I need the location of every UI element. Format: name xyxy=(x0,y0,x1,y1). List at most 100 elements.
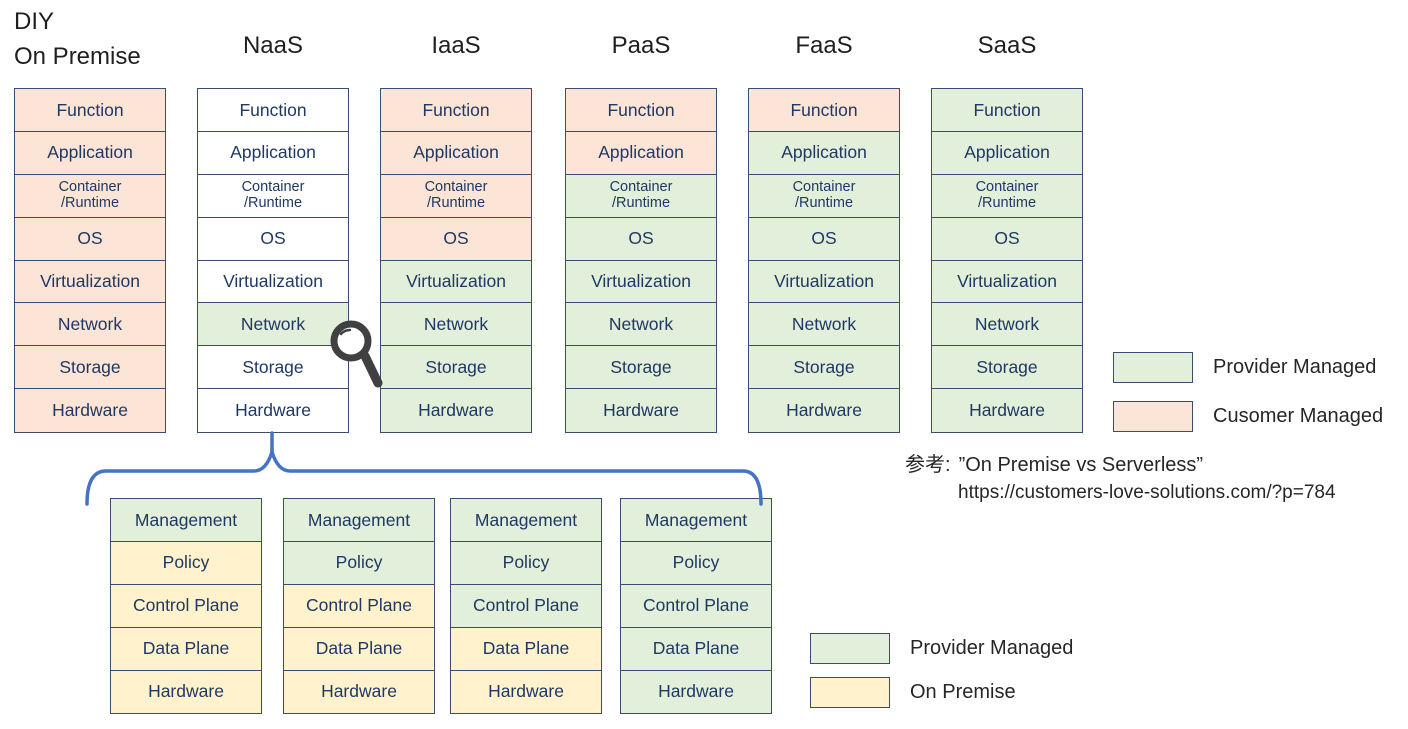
stack-box: Function xyxy=(197,88,349,133)
reference-prefix: 参考: xyxy=(905,454,951,476)
stack-box: Management xyxy=(450,498,602,543)
stack-box: Hardware xyxy=(620,669,772,714)
legend-bottom-onpremise: On Premise xyxy=(810,677,1016,708)
legend-swatch-provider xyxy=(810,633,890,664)
stack-box: Network xyxy=(748,302,900,347)
stack-box: Data Plane xyxy=(283,626,435,672)
legend-bottom-provider: Provider Managed xyxy=(810,633,1073,664)
stack-box: OS xyxy=(14,216,166,262)
stack-box: Application xyxy=(380,130,532,176)
stack-box: Control Plane xyxy=(450,583,602,629)
stack-box: OS xyxy=(380,216,532,262)
stack-box: OS xyxy=(931,216,1083,262)
stack-box: Container /Runtime xyxy=(197,173,349,219)
stack-box: Data Plane xyxy=(450,626,602,672)
stack-box: Storage xyxy=(931,345,1083,390)
stack-box: Data Plane xyxy=(110,626,262,672)
stack-box: Container /Runtime xyxy=(380,173,532,219)
stack-box: Hardware xyxy=(931,388,1083,433)
legend-label: Cusomer Managed xyxy=(1213,405,1384,427)
stack-box: Policy xyxy=(110,540,262,586)
stack-box: Virtualization xyxy=(380,259,532,304)
stack-box: Storage xyxy=(565,345,717,390)
stack-box: OS xyxy=(197,216,349,262)
stack-box: Storage xyxy=(380,345,532,390)
stack-box: Hardware xyxy=(748,388,900,433)
stack-box: Data Plane xyxy=(620,626,772,672)
stack-box: Control Plane xyxy=(620,583,772,629)
stack-box: Hardware xyxy=(565,388,717,433)
column-header: DIY On Premise xyxy=(14,8,141,70)
column-header: IaaS xyxy=(431,32,481,59)
stack-box: Network xyxy=(931,302,1083,347)
stack-box: Virtualization xyxy=(931,259,1083,304)
stack-box: OS xyxy=(565,216,717,262)
legend-top-customer: Cusomer Managed xyxy=(1113,401,1383,432)
legend-swatch-customer xyxy=(1113,401,1193,432)
stack-box: Function xyxy=(565,88,717,133)
stack-box: Application xyxy=(931,130,1083,176)
reference-note: 参考: ”On Premise vs Serverless” https://cu… xyxy=(905,448,1336,504)
stack-box: Hardware xyxy=(14,388,166,433)
stack-box: Hardware xyxy=(283,669,435,714)
stack-box: Policy xyxy=(620,540,772,586)
stack-box: Management xyxy=(110,498,262,543)
stack-box: Container /Runtime xyxy=(14,173,166,219)
stack-box: Network xyxy=(380,302,532,347)
stack-box: Virtualization xyxy=(748,259,900,304)
stack-box: Application xyxy=(14,130,166,176)
stack-box: Hardware xyxy=(110,669,262,714)
stack-box: Function xyxy=(14,88,166,133)
stack-box: Hardware xyxy=(197,388,349,433)
stack-box: Network xyxy=(565,302,717,347)
legend-swatch-onpremise xyxy=(810,677,890,708)
stack-box: Storage xyxy=(748,345,900,390)
stack-box: Network xyxy=(197,302,349,347)
stack-box: Hardware xyxy=(450,669,602,714)
stack-box: Management xyxy=(283,498,435,543)
stack-box: Application xyxy=(197,130,349,176)
stack-box: Network xyxy=(14,302,166,347)
stack-box: Control Plane xyxy=(283,583,435,629)
legend-label: Provider Managed xyxy=(910,637,1074,659)
stack-box: Application xyxy=(748,130,900,176)
stack-box: Policy xyxy=(283,540,435,586)
stack-box: OS xyxy=(748,216,900,262)
legend-label: Provider Managed xyxy=(1213,356,1377,378)
legend-swatch-provider xyxy=(1113,352,1193,383)
stack-box: Application xyxy=(565,130,717,176)
stack-box: Function xyxy=(380,88,532,133)
legend-label: On Premise xyxy=(910,681,1016,703)
reference-title: ”On Premise vs Serverless” xyxy=(958,454,1204,476)
stack-box: Management xyxy=(620,498,772,543)
brace-connector xyxy=(85,431,763,506)
column-header: NaaS xyxy=(242,32,304,59)
stack-box: Container /Runtime xyxy=(565,173,717,219)
stack-box: Storage xyxy=(197,345,349,390)
legend-top-provider: Provider Managed xyxy=(1113,352,1376,383)
stack-box: Virtualization xyxy=(14,259,166,304)
reference-url: https://customers-love-solutions.com/?p=… xyxy=(958,482,1336,503)
stack-box: Storage xyxy=(14,345,166,390)
stack-box: Container /Runtime xyxy=(748,173,900,219)
stack-box: Virtualization xyxy=(197,259,349,304)
stack-box: Container /Runtime xyxy=(931,173,1083,219)
column-header: PaaS xyxy=(611,32,671,59)
stack-box: Function xyxy=(748,88,900,133)
column-header: FaaS xyxy=(795,32,853,59)
stack-box: Virtualization xyxy=(565,259,717,304)
stack-box: Policy xyxy=(450,540,602,586)
stack-box: Function xyxy=(931,88,1083,133)
stack-box: Control Plane xyxy=(110,583,262,629)
